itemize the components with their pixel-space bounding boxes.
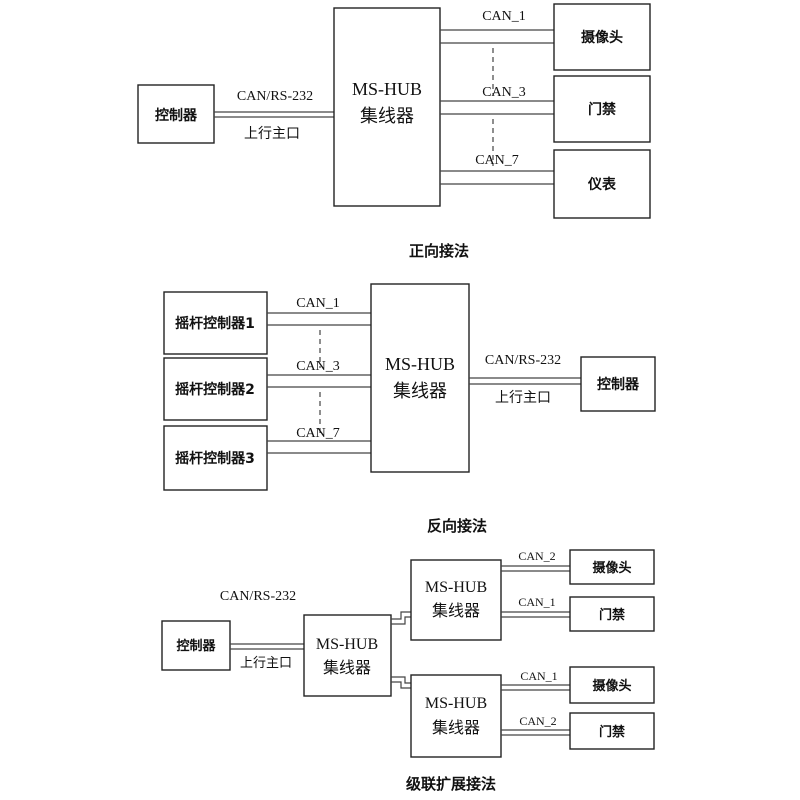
forward-device-box — [553, 75, 651, 143]
cascade-sub-b-device-box — [569, 666, 655, 704]
forward-diagram: 控制器 CAN/RS-232 上行主口 MS-HUB 集线器 CAN_1 CAN… — [137, 3, 651, 260]
forward-device-label: 门禁 — [588, 101, 616, 118]
cascade-link-wire — [391, 681, 411, 689]
forward-port-label: CAN_3 — [482, 85, 526, 100]
cascade-sub-hub-type: 集线器 — [432, 718, 480, 737]
cascade-sub-a-device-label: 门禁 — [599, 607, 625, 623]
reverse-hub-name: MS-HUB — [385, 354, 455, 374]
cascade-link-wire — [391, 611, 411, 620]
cascade-sub-a-port-label: CAN_1 — [518, 595, 555, 609]
forward-hub-name: MS-HUB — [352, 79, 422, 99]
reverse-uplink-port: 上行主口 — [495, 390, 551, 406]
cascade-sub-a-device-box — [569, 549, 655, 585]
cascade-sub-b-port-label: CAN_1 — [520, 669, 557, 683]
cascade-sub-hub-box — [410, 674, 502, 758]
reverse-joystick-box — [163, 291, 268, 355]
forward-hub-box — [333, 7, 441, 207]
cascade-sub-b-port-label: CAN_2 — [519, 714, 556, 728]
reverse-joystick-label: 摇杆控制器2 — [175, 381, 255, 398]
forward-device-box — [553, 3, 651, 71]
reverse-joystick-label: 摇杆控制器3 — [175, 450, 255, 467]
cascade-controller-box — [161, 620, 231, 671]
cascade-sub-hub-name: MS-HUB — [425, 695, 487, 712]
forward-device-box — [553, 149, 651, 219]
reverse-joystick-box — [163, 357, 268, 421]
cascade-uplink-proto: CAN/RS-232 — [220, 589, 296, 604]
cascade-main-hub-type: 集线器 — [323, 658, 371, 677]
cascade-sub-b-device-label: 门禁 — [599, 724, 625, 740]
reverse-caption: 反向接法 — [427, 517, 487, 535]
reverse-uplink-proto: CAN/RS-232 — [485, 353, 561, 368]
reverse-controller-label: 控制器 — [597, 376, 640, 393]
reverse-port-label: CAN_3 — [296, 359, 340, 374]
forward-uplink-port: 上行主口 — [244, 126, 300, 142]
forward-controller-label: 控制器 — [155, 107, 198, 124]
cascade-sub-hub-type: 集线器 — [432, 601, 480, 620]
reverse-controller-box — [580, 356, 656, 412]
forward-port-label: CAN_1 — [482, 9, 526, 24]
cascade-sub-hub-name: MS-HUB — [425, 579, 487, 596]
forward-controller-box — [137, 84, 215, 144]
cascade-link-wire — [391, 616, 411, 625]
cascade-main-hub-box — [303, 614, 392, 697]
reverse-hub-type: 集线器 — [393, 381, 447, 402]
cascade-sub-a-device-label: 摄像头 — [592, 560, 631, 576]
cascade-controller-label: 控制器 — [176, 638, 216, 654]
forward-device-label: 仪表 — [587, 176, 617, 193]
reverse-port-label: CAN_7 — [296, 426, 340, 441]
forward-uplink-proto: CAN/RS-232 — [237, 89, 313, 104]
cascade-sub-a-device-box — [569, 596, 655, 632]
cascade-link-wire — [391, 676, 411, 684]
reverse-joystick-label: 摇杆控制器1 — [175, 315, 255, 332]
cascade-sub-b-device-label: 摄像头 — [592, 678, 631, 694]
forward-caption: 正向接法 — [409, 242, 469, 260]
cascade-sub-hub-box — [410, 559, 502, 641]
cascade-sub-b-device-box — [569, 712, 655, 750]
cascade-main-hub-name: MS-HUB — [316, 636, 378, 653]
reverse-port-label: CAN_1 — [296, 296, 340, 311]
reverse-hub-box — [370, 283, 470, 473]
reverse-diagram: 摇杆控制器1 摇杆控制器2 摇杆控制器3 CAN_1 CAN_3 CAN_7 M… — [163, 283, 656, 535]
cascade-diagram: CAN/RS-232 控制器 上行主口 MS-HUB 集线器 MS-HUB 集线… — [161, 549, 655, 793]
reverse-joystick-box — [163, 425, 268, 491]
cascade-uplink-port: 上行主口 — [240, 656, 292, 671]
forward-hub-type: 集线器 — [360, 106, 414, 127]
forward-port-label: CAN_7 — [475, 153, 519, 168]
forward-device-label: 摄像头 — [581, 29, 623, 46]
cascade-sub-a-port-label: CAN_2 — [518, 549, 555, 563]
cascade-caption: 级联扩展接法 — [406, 775, 496, 793]
